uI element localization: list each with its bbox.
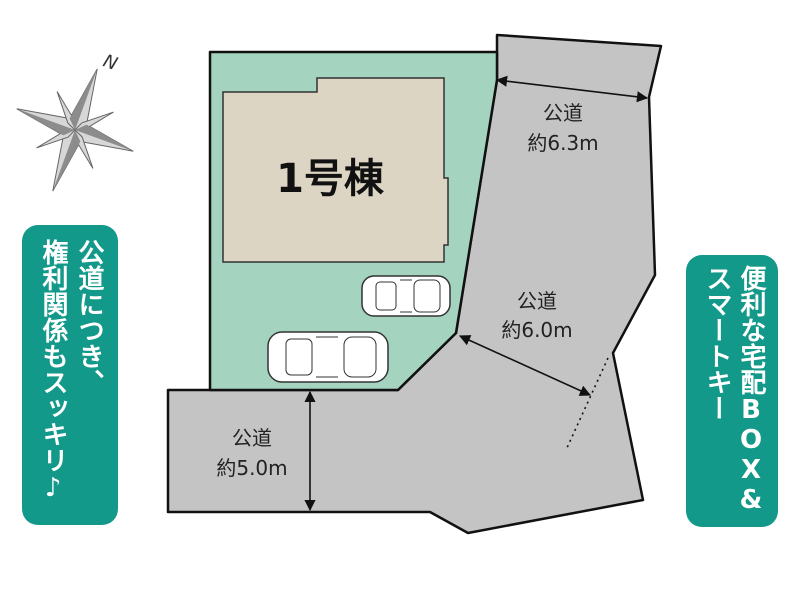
boundary-dotted-line: [565, 357, 609, 451]
dimension-line-middle: [458, 335, 592, 396]
car-icon: [361, 275, 451, 317]
road-middle-width: 約6.0m: [501, 318, 572, 342]
car-icon: [267, 331, 389, 383]
compass-north-label: N: [100, 51, 120, 75]
compass-rose-icon: [16, 68, 134, 192]
building-label: 1号棟: [276, 156, 385, 202]
building-1: [222, 77, 449, 263]
feature-badge-right: 便利な宅配BOX& スマートキー: [686, 255, 778, 527]
road-upper-name: 公道: [543, 101, 583, 125]
feature-right-line1: 便利な宅配BOX&: [736, 265, 766, 515]
road-upper-width: 約6.3m: [527, 131, 598, 155]
feature-left-line2: 権利関係もスッキリ♪: [38, 239, 68, 503]
dimension-line-upper: [495, 75, 649, 103]
road-lower-width: 約5.0m: [216, 456, 287, 480]
road-lower-name: 公道: [232, 426, 272, 450]
feature-left-line1: 公道につき、: [74, 239, 104, 395]
feature-right-line2: スマートキー: [702, 265, 732, 421]
feature-badge-left: 公道につき、 権利関係もスッキリ♪: [22, 225, 118, 525]
road-middle-name: 公道: [517, 289, 557, 313]
